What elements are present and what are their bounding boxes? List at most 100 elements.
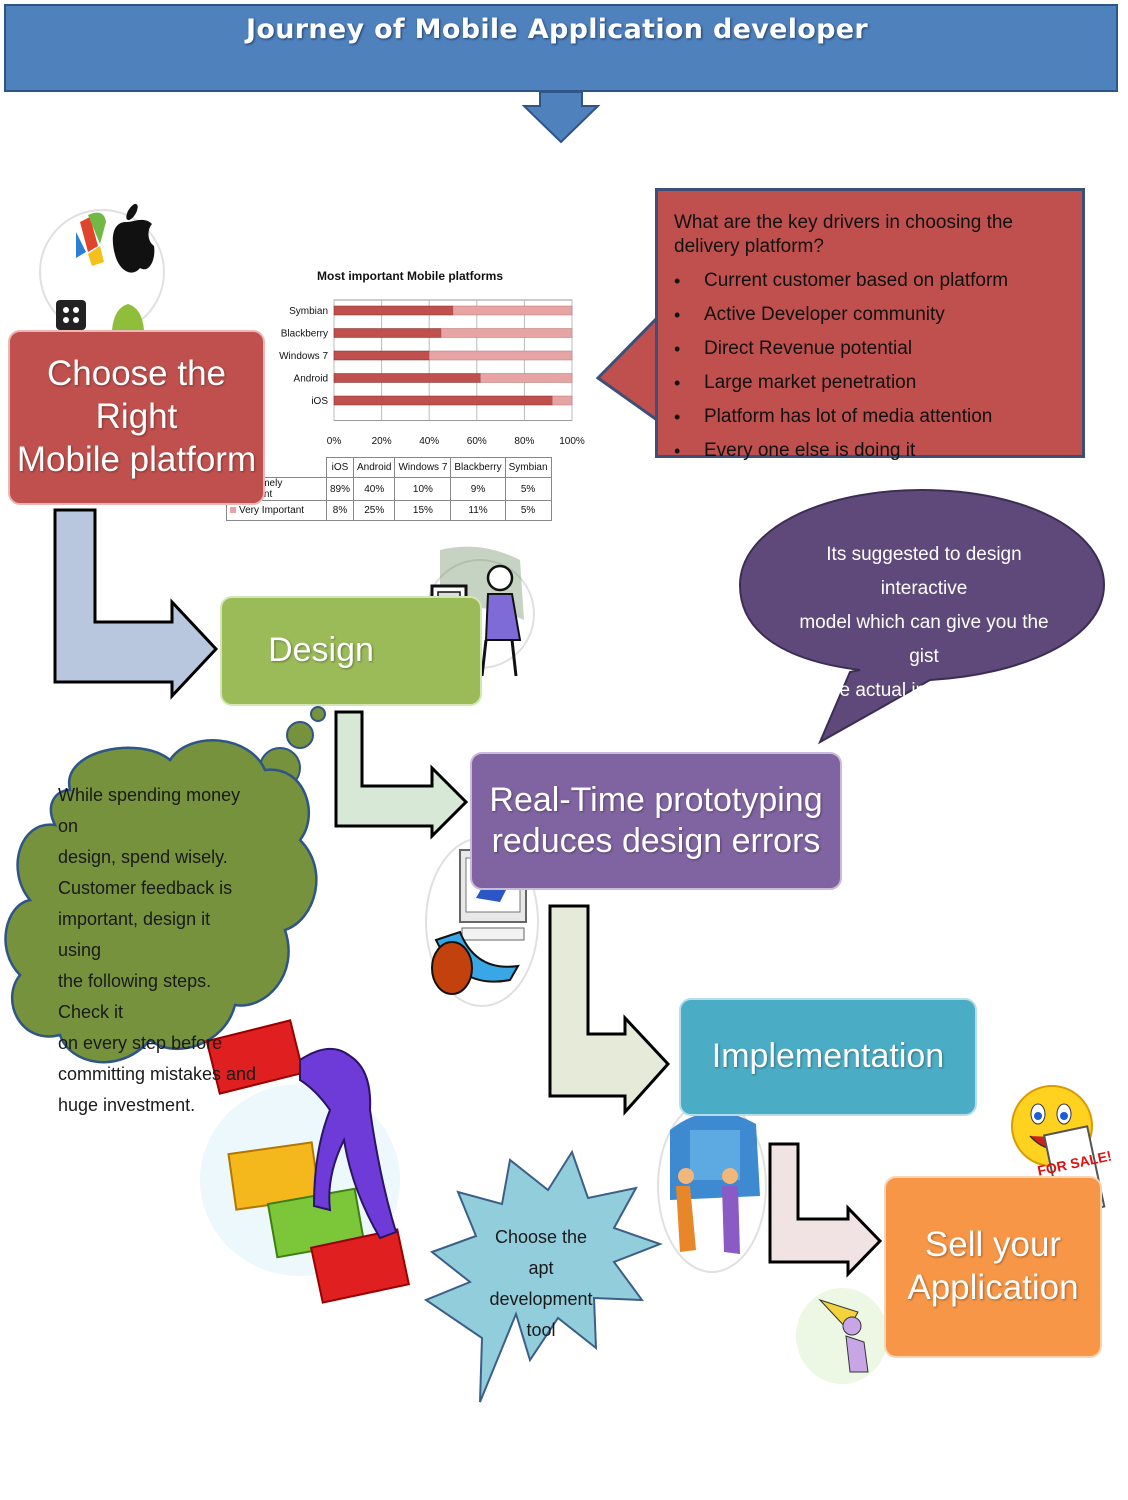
speech-bubble-line: of the actual implementation. <box>802 680 1046 701</box>
chart-category-label: iOS <box>311 396 328 407</box>
chart-bar-very-important <box>428 350 573 361</box>
chart-table-cell: 89% <box>325 477 355 501</box>
chart-table-row: Very Important 8% 25% 15% 11% 5% <box>226 500 552 521</box>
thought-line: huge investment. <box>58 1095 196 1115</box>
chart-x-tick-label: 20% <box>372 436 392 447</box>
chart-bar-very-important <box>440 328 573 338</box>
chart-table-header: Windows 7 <box>394 457 452 478</box>
thought-line: While spending money on <box>58 785 241 836</box>
thought-line: Customer feedback is <box>58 878 233 898</box>
header-down-arrow <box>521 91 601 144</box>
platform-bar-chart: 0% 20% 40% 60% 80% 100% SymbianBlackberryWindo… <box>279 299 585 447</box>
starburst-text: Choose the apt development tool <box>482 1222 600 1346</box>
legend-entry-very: Very Important <box>226 500 327 521</box>
step-prototyping-line: Real-Time prototyping <box>489 780 823 819</box>
chart-bar-very-important <box>480 373 573 383</box>
speech-bubble-line: Its suggested to design interactive <box>826 544 1022 599</box>
starburst <box>423 1149 663 1403</box>
step-sell-application: Sell your Application <box>884 1176 1102 1358</box>
driver-item: Every one else is doing it <box>674 438 1072 472</box>
megaphone-figure-icon <box>796 1288 888 1384</box>
platform-logos-icon <box>39 203 165 346</box>
step-sell-line: Sell your <box>924 1225 1062 1265</box>
chart-x-tick-label: 100% <box>559 436 585 447</box>
speech-bubble <box>738 488 1106 745</box>
thought-line: the following steps. Check it <box>58 971 212 1022</box>
step-implementation-label: Implementation <box>711 1037 945 1076</box>
chart-category-label: Symbian <box>289 306 328 317</box>
chart-bar-extremely-important <box>333 395 553 406</box>
chart-x-tick-label: 40% <box>419 436 439 447</box>
chart-x-tick-label: 60% <box>467 436 487 447</box>
chart-table-header-row: iOS Android Windows 7 Blackberry Symbian <box>227 457 552 478</box>
chart-x-tick-label: 0% <box>327 436 342 447</box>
step-prototyping-line: reduces design errors <box>491 822 821 860</box>
legend-swatch <box>230 507 236 514</box>
step-design-label: Design <box>268 631 374 670</box>
starburst-line: Choose the <box>494 1227 588 1247</box>
legend-label: Very Important <box>239 505 305 516</box>
chart-table-cell: 40% <box>353 477 396 501</box>
step-sell-line: Application <box>907 1268 1079 1307</box>
starburst-line: development <box>489 1289 593 1309</box>
starburst-line: tool <box>526 1320 556 1340</box>
teamwork-puzzle-icon <box>657 1099 767 1273</box>
chart-table-cell: 10% <box>394 477 452 501</box>
chart-bar-very-important <box>452 305 573 316</box>
chart-table-cell: 25% <box>353 500 396 521</box>
chart-table-header: Symbian <box>504 457 552 478</box>
chart-category-label: Android <box>294 374 328 385</box>
chart-table-row: extremely Important 89% 40% 10% 9% 5% <box>226 477 552 501</box>
speech-bubble-text: Its suggested to design interactive mode… <box>790 538 1058 708</box>
chart-category-label: Blackberry <box>281 329 328 340</box>
step-design: Design <box>220 596 482 706</box>
chart-table-header: Blackberry <box>450 457 506 478</box>
flow-arrow-choose-to-design <box>53 508 219 700</box>
chart-table-cell: 11% <box>450 500 506 521</box>
page-title: Journey of Mobile Application developer <box>246 14 868 45</box>
drivers-list: Current customer based on platform Activ… <box>674 268 1072 472</box>
drivers-callout-pointer-fill <box>602 321 656 417</box>
step-choose-line: Choose the Right <box>46 354 227 437</box>
flow-arrow-prototyping-to-implementation <box>548 904 671 1116</box>
chart-bar-extremely-important <box>333 305 454 316</box>
driver-item: Current customer based on platform <box>674 268 1072 302</box>
driver-item: Active Developer community <box>674 302 1072 336</box>
chart-table-cell: 9% <box>450 477 506 501</box>
chart-table-header: Android <box>353 457 396 478</box>
chart-x-tick-label: 80% <box>514 436 534 447</box>
starburst-line: apt <box>528 1258 554 1278</box>
speech-bubble-line: model which can give you the gist <box>799 612 1049 667</box>
chart-table-cell: 8% <box>325 500 355 521</box>
driver-item: Direct Revenue potential <box>674 336 1072 370</box>
chart-bar-very-important <box>552 395 573 406</box>
chart-table-cell: 5% <box>504 477 552 501</box>
step-choose-platform: Choose the Right Mobile platform <box>8 330 265 505</box>
thought-line: on every step before <box>58 1033 223 1053</box>
lego-blocks-icon <box>200 1019 411 1304</box>
thought-line: important, design it using <box>58 909 211 960</box>
thought-cloud <box>4 706 326 1064</box>
thought-line: design, spend wisely. <box>58 847 228 867</box>
chart-bar-extremely-important <box>333 350 430 361</box>
driver-item: Platform has lot of media attention <box>674 404 1072 438</box>
chart-title: Most important Mobile platforms <box>317 269 503 283</box>
driver-item: Large market penetration <box>674 370 1072 404</box>
chart-table-cell: 15% <box>394 500 452 521</box>
chart-category-label: Windows 7 <box>279 351 328 362</box>
title-banner <box>4 4 1118 92</box>
step-choose-line: Mobile platform <box>16 439 257 479</box>
chart-table-cell: 5% <box>504 500 552 521</box>
chart-data-table: iOS Android Windows 7 Blackberry Symbian… <box>226 457 552 521</box>
flow-arrow-design-to-prototyping <box>334 710 469 840</box>
chart-bar-extremely-important <box>333 328 442 338</box>
thought-cloud-text: While spending money on design, spend wi… <box>58 780 258 1121</box>
step-implementation: Implementation <box>679 998 977 1116</box>
drivers-question: What are the key drivers in choosing the… <box>674 212 1014 257</box>
chart-bar-extremely-important <box>333 373 481 383</box>
drivers-callout: What are the key drivers in choosing the… <box>655 188 1085 464</box>
chart-table-header: iOS <box>325 457 355 478</box>
step-prototyping: Real-Time prototyping reduces design err… <box>470 752 842 890</box>
flow-arrow-implementation-to-sell <box>768 1142 883 1278</box>
